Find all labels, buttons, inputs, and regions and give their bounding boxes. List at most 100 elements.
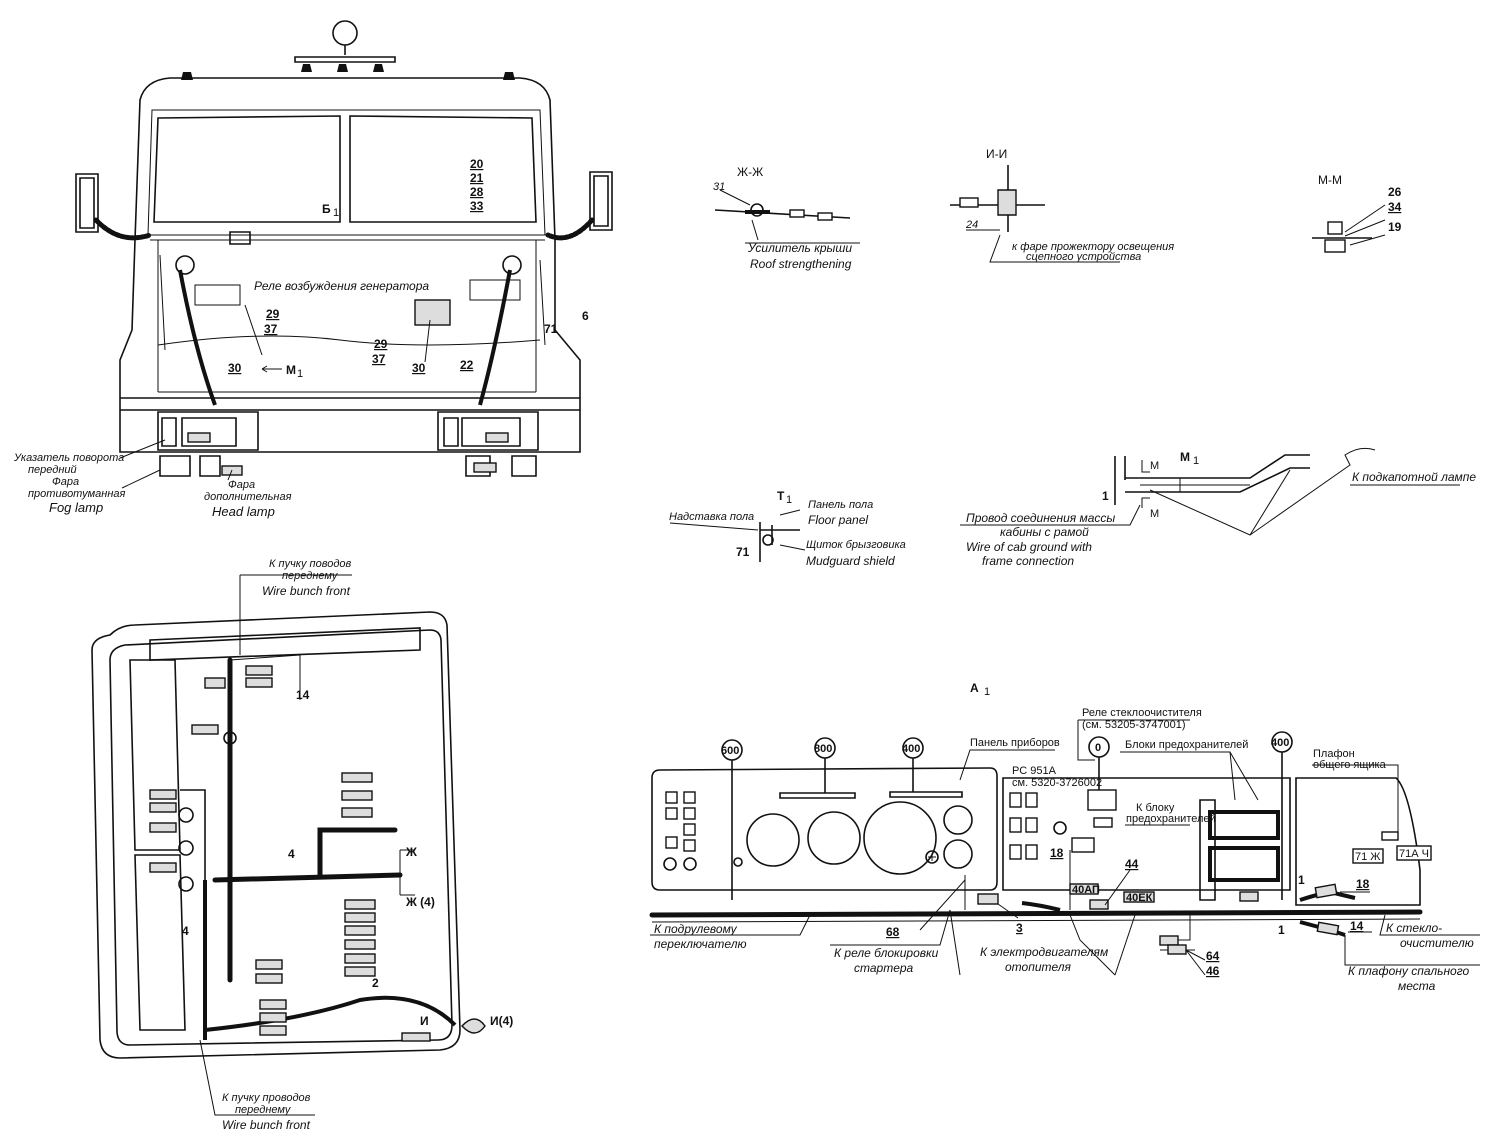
num-3: 3 (1016, 921, 1023, 935)
relay-1: Реле стеклоочистителя (1082, 707, 1202, 719)
roof-num-2: 2 (372, 976, 379, 990)
sleep-label-2: места (1398, 979, 1436, 993)
roof-zh: Ж (405, 845, 417, 859)
section-t1-ext-ru: Надставка пола (669, 511, 754, 523)
callout-m1-sub: 1 (297, 368, 303, 380)
circle-400a: 400 (902, 743, 920, 755)
roof-top-label-en: Wire bunch front (262, 584, 351, 598)
section-m1-ground-en-2: frame connection (982, 554, 1074, 568)
callout-33: 33 (470, 199, 484, 213)
callout-21: 21 (470, 171, 484, 185)
callout-m1: М (286, 363, 296, 377)
fog-lamp-label-ru-1: Фара (52, 476, 79, 488)
dashboard-title-sub: 1 (984, 686, 990, 698)
num-18b: 18 (1356, 877, 1370, 891)
instrument-panel (651, 767, 998, 891)
callout-28: 28 (470, 185, 484, 199)
fuse-blocks: Блоки предохранителей (1125, 739, 1248, 751)
head-lamp-label-en: Head lamp (212, 504, 275, 519)
section-m1-ground-ru-2: кабины с рамой (1000, 525, 1089, 539)
lamp-2: общего ящика (1313, 759, 1387, 771)
front-view-cab: 20 21 28 33 Б 1 Реле возбуждения генерат… (13, 20, 613, 519)
fog-lamp-label-ru-2: противотуманная (28, 488, 125, 500)
section-i-note-1: к фаре прожектору освещения (1012, 241, 1174, 253)
head-lamp-label-ru-2: дополнительная (204, 491, 292, 503)
section-m1-hood-lamp: К подкапотной лампе (1352, 470, 1476, 484)
section-m1-cut-top: М (1150, 460, 1159, 472)
turn-signal-label-ru-1: Указатель поворота (13, 452, 124, 464)
section-t1-shield-ru: Щиток брызговика (806, 539, 906, 551)
roof-sunvisor (149, 627, 421, 661)
roof-i4: И(4) (490, 1014, 513, 1028)
roof-view: 14 4 4 2 Ж Ж (4) И И(4) К пучку поводов … (91, 558, 513, 1132)
callout-30-left: 30 (228, 361, 242, 375)
section-t1-71: 71 (736, 545, 750, 559)
section-m1-1: 1 (1102, 489, 1109, 503)
circle-600: 600 (721, 745, 739, 757)
relay-label: Реле возбуждения генератора (254, 279, 429, 293)
section-m1: М 1 М М 1 К подкапотной лампе Провод сое… (960, 447, 1476, 568)
starter-label-1: К реле блокировки (834, 946, 939, 960)
tag-40ek: 40ЕК (1126, 892, 1153, 904)
callout-22: 22 (460, 358, 474, 372)
callout-20: 20 (470, 157, 484, 171)
panel-label: Панель приборов (970, 737, 1060, 749)
turn-signal-label-ru-2: передний (28, 464, 77, 476)
circle-800: 800 (814, 743, 832, 755)
section-zh-ru: Усилитель крыши (747, 241, 852, 255)
section-zh-title: Ж-Ж (737, 165, 763, 179)
callout-b1: Б (322, 202, 331, 216)
wiper-label-1: К стекло- (1386, 921, 1442, 935)
tag-71zh: 71 Ж (1355, 851, 1380, 863)
motors-label-1: К электродвигателям (980, 945, 1108, 959)
starter-label-2: стартера (854, 961, 914, 975)
section-t1-panel-en: Floor panel (808, 513, 868, 527)
wiper-motor-box (229, 231, 251, 245)
roof-num-4a: 4 (288, 847, 295, 861)
to-fuse-2: предохранителей (1126, 813, 1216, 825)
callout-b1-sub: 1 (333, 207, 339, 219)
section-zh-en: Roof strengthening (750, 257, 852, 271)
pc-1: РС 951А (1012, 765, 1057, 777)
roof-zh4: Ж (4) (405, 895, 435, 909)
section-m1-cut-bottom: М (1150, 508, 1159, 520)
right-mirror (589, 171, 613, 231)
dashboard-view-a1: А 1 600 800 400 0 40 (649, 681, 1480, 993)
section-i-num: 24 (965, 219, 978, 231)
left-mirror (75, 173, 99, 233)
section-m-m: М-М 26 34 19 (1312, 173, 1402, 253)
section-m-26: 26 (1388, 185, 1402, 199)
num-46: 46 (1206, 964, 1220, 978)
pc-2: см. 5320-3726002 (1012, 777, 1102, 789)
num-44: 44 (1125, 857, 1139, 871)
num-64: 64 (1206, 949, 1220, 963)
num-18a: 18 (1050, 846, 1064, 860)
section-zh-zh: Ж-Ж 31 Усилитель крыши Roof strengthenin… (713, 165, 860, 271)
num-68: 68 (886, 925, 900, 939)
fog-lamp-label-en: Fog lamp (49, 500, 103, 515)
section-i-i: И-И 24 к фаре прожектору освещения сцепн… (950, 147, 1174, 263)
callout-30-right: 30 (412, 361, 426, 375)
callout-37-right: 37 (372, 352, 386, 366)
section-m1-title-sub: 1 (1193, 455, 1199, 467)
circle-400b: 400 (1271, 737, 1289, 749)
section-i-note-2: сцепного устройства (1026, 251, 1141, 263)
section-t1-title-sub: 1 (786, 494, 792, 506)
roof-ring (332, 20, 358, 46)
wiper-label-2: очистителю (1400, 936, 1474, 950)
section-t1-panel-ru: Панель пола (808, 499, 873, 511)
to-fuse-1: К блоку (1136, 802, 1175, 814)
roof-num-4b: 4 (182, 924, 189, 938)
callout-71: 71 (544, 322, 558, 336)
sleep-label-1: К плафону спального (1348, 964, 1470, 978)
callout-stack-right: 20 21 28 33 (470, 157, 484, 213)
callout-37-left: 37 (264, 322, 278, 336)
section-m-title: М-М (1318, 173, 1342, 187)
num-1-bottom: 1 (1278, 923, 1285, 937)
dashboard-title: А (970, 681, 979, 695)
roof-top-label-ru: К пучку поводов (269, 558, 352, 570)
head-lamp-label-ru-1: Фара (228, 479, 255, 491)
tag-40an: 40АП (1072, 884, 1100, 896)
num-1-top: 1 (1298, 873, 1305, 887)
